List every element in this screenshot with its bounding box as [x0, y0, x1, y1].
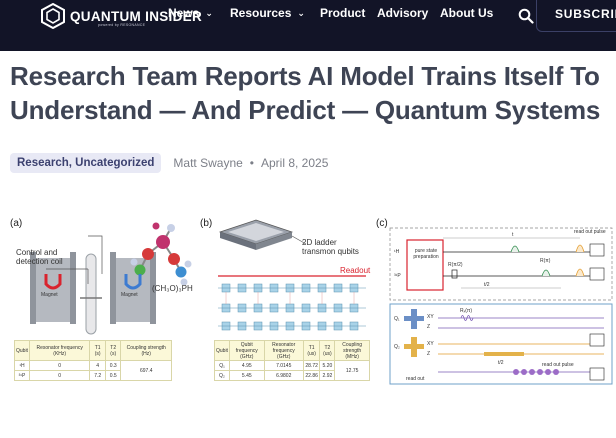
nav-advisory[interactable]: Advisory [377, 6, 429, 20]
molecule-label: (CH₃O)₃PH [152, 284, 193, 293]
read-out-label: read out [406, 376, 425, 382]
panel-b-drawing [218, 219, 366, 331]
xy-label-2: XY [427, 341, 434, 347]
t-half-label-2: t/2 [498, 360, 504, 366]
site-logo[interactable]: QUANTUM INSIDER [40, 2, 202, 30]
prep-label: pure state preparation [413, 248, 439, 260]
r-pi-label: R(π) [540, 258, 551, 264]
chip-label: 2D ladder transmon qubits [302, 238, 359, 256]
readout-label: Readout [340, 266, 371, 275]
q1-label: Q₁ [394, 316, 400, 322]
panel-c-label: (c) [376, 218, 388, 229]
article-title: Research Team Reports AI Model Trains It… [10, 61, 601, 125]
article-meta: Research, Uncategorized Matt Swayne • Ap… [10, 152, 328, 174]
magnet-label-left: Magnet [41, 292, 58, 298]
nav-resources[interactable]: Resources⌄ [230, 6, 305, 20]
p-label: ³¹P [394, 273, 401, 279]
article-figure: (a) (b) (c) Control and detection coil M… [6, 214, 614, 396]
hexagon-logo-icon [41, 3, 65, 29]
author-link[interactable]: Matt Swayne [173, 156, 243, 170]
readout-pulse-label-top: read out pulse [574, 229, 606, 235]
logo-subtitle: powered by RESONANCE [98, 23, 146, 27]
z-label-1: Z [427, 324, 431, 330]
panel-a-drawing [30, 222, 192, 335]
t-label: t [512, 232, 514, 238]
r-half-label: R(π/2) [448, 262, 463, 268]
chevron-down-icon: ⌄ [297, 8, 305, 18]
coil-label: Control and detection coil [16, 248, 63, 266]
publish-date: April 8, 2025 [261, 156, 329, 170]
top-nav: QUANTUM INSIDER powered by RESONANCE New… [0, 0, 616, 51]
nav-news[interactable]: News⌄ [168, 6, 213, 20]
rx-pi-label: Rₓ(π) [460, 308, 473, 314]
search-icon[interactable] [518, 8, 534, 24]
logo-text: QUANTUM INSIDER [70, 8, 202, 24]
figure-drawing [30, 219, 613, 385]
panel-c-drawing [389, 227, 613, 385]
q2-label: Q₂ [394, 344, 400, 350]
table-row: ³¹P 0 7.2 0.5 [14, 370, 172, 381]
subscribe-button[interactable]: SUBSCRIBE [536, 0, 616, 32]
h-label: ¹H [394, 249, 400, 255]
nav-about-us[interactable]: About Us [440, 6, 494, 20]
t-half-label: t/2 [484, 282, 490, 288]
panel-a-table: Qubit Resonator frequency (KHz) T1 (s) T… [14, 340, 172, 381]
xy-label-1: XY [427, 314, 434, 320]
nav-product[interactable]: Product [320, 6, 366, 20]
table-row: Q₁ 4.95 7.0145 28.72 5.20 12.75 [214, 360, 370, 381]
readout-pulse-label-bottom: read out pulse [542, 362, 574, 368]
panel-b-label: (b) [200, 218, 213, 229]
table-row: Q₂ 5.45 6.9802 22.86 2.92 [214, 370, 370, 381]
panel-b-table: Qubit Qubit frequency (GHz) Resonator fr… [214, 340, 370, 381]
category-badge[interactable]: Research, Uncategorized [10, 153, 162, 173]
panel-a-label: (a) [10, 218, 23, 229]
magnet-label-right: Magnet [121, 292, 138, 298]
z-label-2: Z [427, 351, 431, 357]
table-row: ¹H 0 4 0.3 697.4 [14, 360, 172, 381]
chevron-down-icon: ⌄ [205, 8, 213, 18]
meta-separator: • [249, 156, 254, 170]
